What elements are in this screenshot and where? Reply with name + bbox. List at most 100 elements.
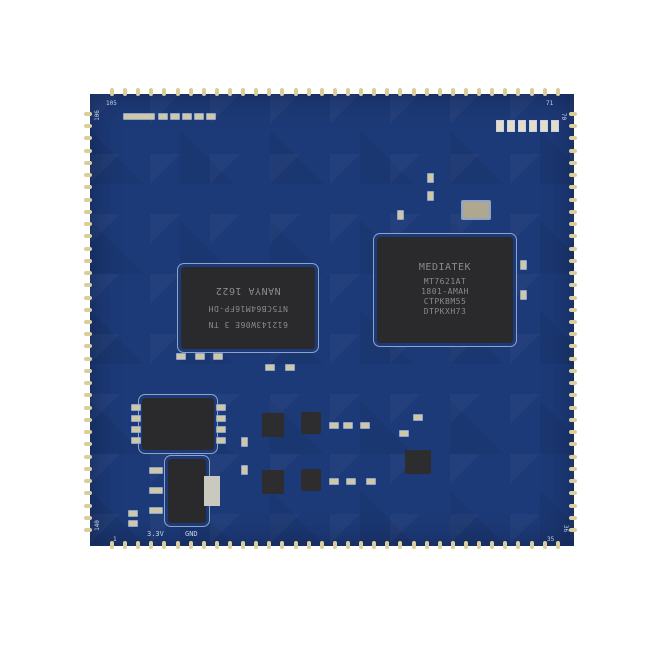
castellated-pad — [84, 503, 92, 508]
castellated-pad — [437, 541, 442, 549]
castellated-pad — [345, 541, 350, 549]
castellated-pad — [84, 344, 92, 349]
castellated-pad — [569, 185, 577, 190]
castellated-pad — [84, 479, 92, 484]
pin-label-1: 1 — [113, 536, 117, 543]
passive-component — [176, 353, 186, 360]
pin-label-140: 140 — [93, 520, 101, 531]
castellated-pad — [569, 442, 577, 447]
mediatek-soc-chip: MEDIATEK MT7621AT 1801-AMAH CTPKBM55 DTP… — [377, 237, 513, 343]
passive-component — [329, 478, 339, 485]
castellated-pad — [84, 295, 92, 300]
castellated-pad — [214, 88, 219, 96]
castellated-pad — [227, 541, 232, 549]
castellated-pad — [569, 466, 577, 471]
castellated-pad — [84, 307, 92, 312]
passive-component — [182, 113, 192, 120]
inductor — [301, 469, 321, 491]
castellated-pad — [569, 381, 577, 386]
passive-component — [128, 510, 138, 517]
castellated-pad — [136, 88, 141, 96]
castellated-pad — [516, 88, 521, 96]
castellated-pad — [411, 541, 416, 549]
castellated-pad — [569, 307, 577, 312]
castellated-pad — [110, 88, 114, 96]
soc-model: MT7621AT — [423, 277, 467, 286]
image-caption: System-on-module PCB (blue) with castell… — [0, 0, 1, 1]
pin-label-71: 71 — [546, 100, 554, 107]
castellated-pad — [398, 541, 403, 549]
castellated-pad — [254, 541, 259, 549]
regulator-pin — [149, 487, 163, 494]
castellated-pad — [84, 246, 92, 251]
passive-component — [213, 353, 223, 360]
castellated-pad — [503, 88, 508, 96]
passive-component — [195, 353, 205, 360]
castellated-pad — [188, 541, 193, 549]
castellated-pad — [319, 88, 324, 96]
passive-component — [285, 364, 295, 371]
passive-component — [360, 422, 370, 429]
passive-component — [329, 422, 339, 429]
castellated-pad — [84, 466, 92, 471]
castellated-pad — [569, 124, 577, 129]
castellated-pad — [569, 160, 577, 165]
castellated-pad — [569, 405, 577, 410]
right-edge-pads — [569, 112, 577, 532]
castellated-pad — [450, 88, 455, 96]
passive-component — [343, 422, 353, 429]
castellated-pad — [84, 319, 92, 324]
castellated-pad — [555, 88, 560, 96]
castellated-pad — [175, 88, 180, 96]
passive-component — [366, 478, 376, 485]
castellated-pad — [569, 356, 577, 361]
passive-component — [346, 478, 356, 485]
castellated-pad — [490, 541, 495, 549]
soc-code-3: DTPKXH73 — [423, 307, 467, 316]
pin-label-36: 36 — [562, 524, 570, 533]
castellated-pad — [385, 88, 390, 96]
castellated-pad — [84, 381, 92, 386]
passive-component — [397, 210, 404, 220]
castellated-pad — [385, 541, 390, 549]
castellated-pad — [306, 88, 311, 96]
castellated-pad — [123, 541, 128, 549]
castellated-pad — [84, 332, 92, 337]
passive-component — [241, 465, 248, 475]
castellated-pad — [84, 222, 92, 227]
passive-component — [241, 437, 248, 447]
castellated-pad — [227, 88, 232, 96]
castellated-pad — [241, 541, 246, 549]
castellated-pad — [84, 112, 92, 116]
castellated-pad — [411, 88, 416, 96]
castellated-pad — [123, 88, 128, 96]
castellated-pad — [569, 283, 577, 288]
castellated-pad — [214, 541, 219, 549]
castellated-pad — [569, 173, 577, 178]
castellated-pad — [84, 527, 92, 532]
castellated-pad — [569, 258, 577, 263]
castellated-pad — [84, 430, 92, 435]
castellated-pad — [84, 136, 92, 141]
castellated-pad — [84, 393, 92, 398]
castellated-pad — [162, 88, 167, 96]
castellated-pad — [84, 185, 92, 190]
label-3v3: 3.3V — [147, 530, 164, 538]
castellated-pad — [84, 124, 92, 129]
resistor — [518, 120, 526, 132]
castellated-pad — [293, 88, 298, 96]
castellated-pad — [84, 356, 92, 361]
castellated-pad — [529, 541, 534, 549]
castellated-pad — [345, 88, 350, 96]
pin-label-106: 106 — [93, 110, 101, 121]
label-gnd: GND — [185, 530, 198, 538]
ic-pin — [131, 426, 141, 433]
resistor — [551, 120, 559, 132]
castellated-pad — [569, 295, 577, 300]
ic-pin — [216, 426, 226, 433]
castellated-pad — [569, 234, 577, 239]
top-edge-pads — [110, 88, 560, 96]
soc-code-1: 1801-AMAH — [421, 287, 469, 296]
castellated-pad — [569, 197, 577, 202]
passive-component — [427, 173, 434, 183]
